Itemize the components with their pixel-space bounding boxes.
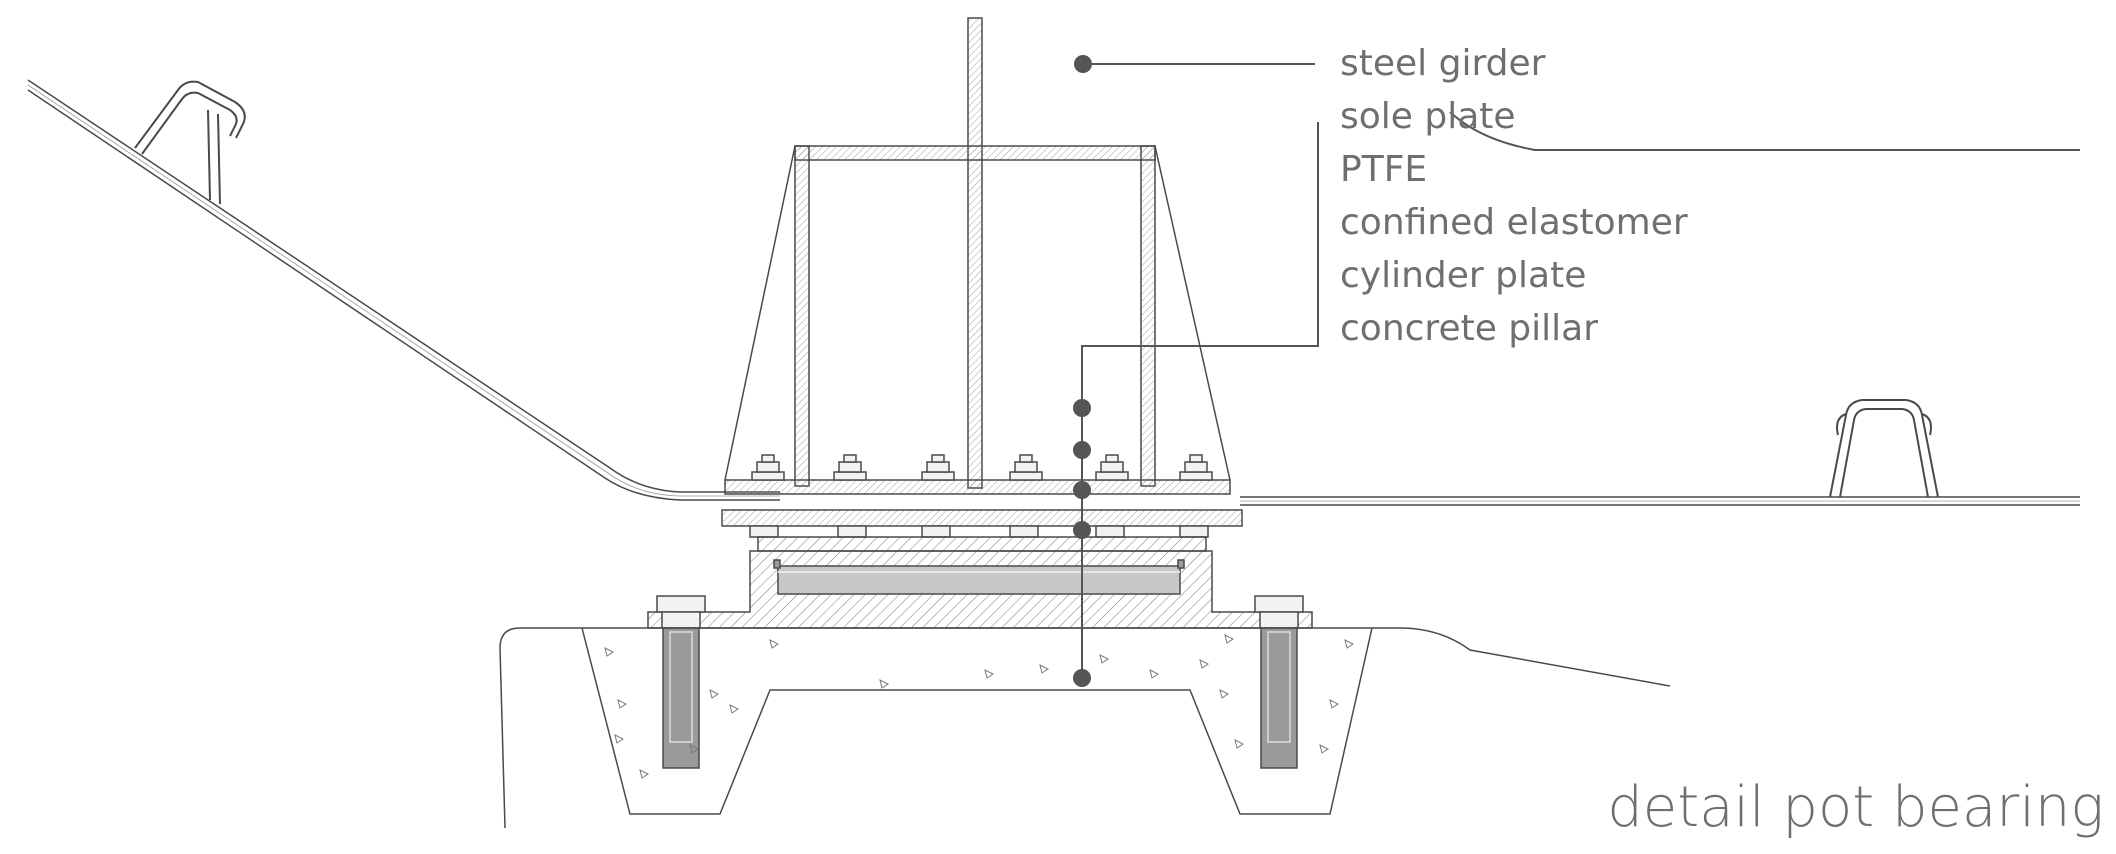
bottom-nuts [749, 525, 1209, 538]
leader-lines [1081, 63, 2080, 684]
marker-ptfe [1073, 441, 1091, 459]
marker-cylinder-plate [1073, 521, 1091, 539]
left-stiffener [134, 80, 246, 205]
confined-elastomer [773, 559, 1185, 595]
marker-sole-plate [1073, 399, 1091, 417]
drawing-title: detail pot bearing [1607, 775, 2104, 840]
anchor-bolt-right [1254, 595, 1304, 769]
label-markers [1073, 55, 1092, 687]
left-deck-plate [27, 79, 780, 501]
marker-confined-elastomer [1073, 481, 1091, 499]
ptfe-layer [757, 536, 1207, 552]
aggregate-marks [604, 634, 1354, 779]
label-sole-plate: sole plate [1340, 96, 1516, 137]
anchor-bolt-left [656, 595, 706, 769]
bolt [751, 454, 785, 481]
anchor-bolts [656, 595, 1304, 769]
top-bolts [751, 454, 1213, 481]
label-steel-girder: steel girder [1340, 43, 1546, 84]
bolt [921, 454, 955, 481]
marker-concrete-pillar [1073, 669, 1091, 687]
right-stiffener [1829, 399, 1939, 498]
bolt [1095, 454, 1129, 481]
girder-frame [724, 145, 1231, 495]
right-deck-plate [1240, 496, 2080, 506]
label-confined-elastomer: confined elastomer [1340, 202, 1688, 243]
label-concrete-pillar: concrete pillar [1340, 308, 1599, 349]
bolt [1009, 454, 1043, 481]
girder-web [967, 17, 983, 489]
label-ptfe: PTFE [1340, 149, 1428, 190]
sole-plate [721, 509, 1243, 527]
label-cylinder-plate: cylinder plate [1340, 255, 1587, 296]
concrete-pillar [499, 627, 1671, 829]
bolt [833, 454, 867, 481]
bolt [1179, 454, 1213, 481]
marker-steel-girder [1074, 55, 1092, 73]
